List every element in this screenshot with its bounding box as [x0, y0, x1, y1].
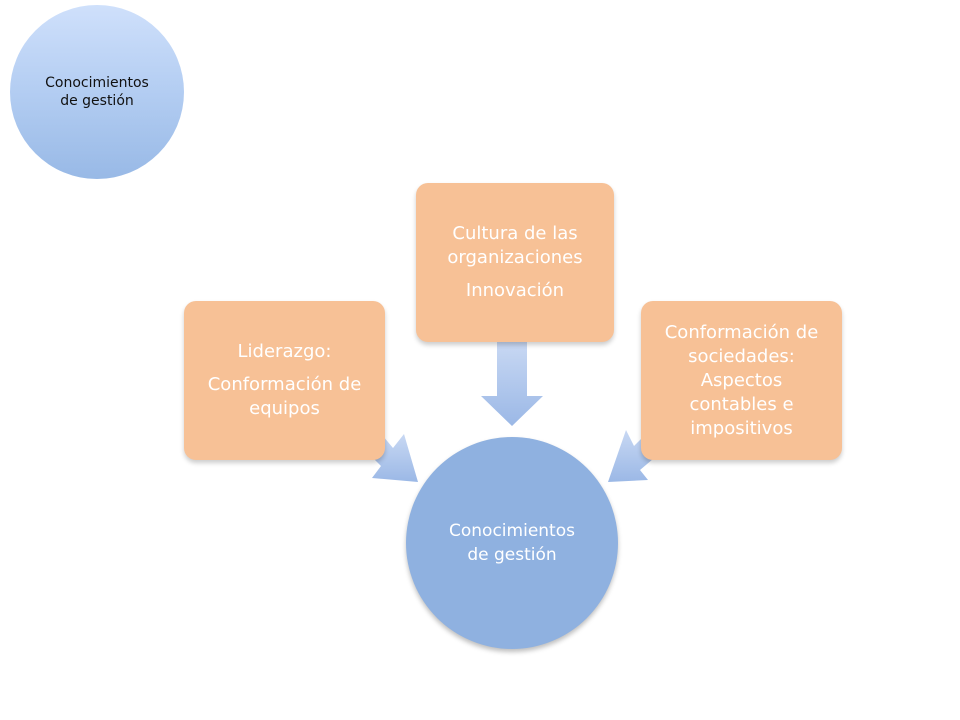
node-conformacion-sociedades: Conformación de sociedades: Aspectos con…	[641, 301, 842, 460]
node-top-line2: organizaciones	[447, 247, 583, 268]
node-top-line3: Innovación	[465, 280, 565, 301]
node-top-line1: Cultura de las	[452, 223, 578, 244]
node-left-line3: equipos	[249, 398, 320, 419]
corner-node-line1: Conocimientos	[45, 75, 149, 91]
center-node-line2: de gestión	[467, 545, 557, 565]
corner-circle-node: Conocimientos de gestión	[10, 5, 184, 179]
node-right-line4: contables e	[689, 393, 794, 415]
arrow-top-to-center	[481, 342, 543, 426]
center-circle-node: Conocimientos de gestión	[406, 437, 618, 649]
node-right-line3: Aspectos	[700, 369, 783, 391]
corner-node-line2: de gestión	[60, 93, 134, 109]
center-node-line1: Conocimientos	[449, 521, 575, 541]
node-right-line1: Conformación de	[664, 321, 819, 343]
node-left-line2: Conformación de	[207, 374, 362, 395]
node-left-line1: Liderazgo:	[237, 341, 332, 362]
node-liderazgo: Liderazgo: Conformación de equipos	[184, 301, 385, 460]
node-right-line5: impositivos	[690, 417, 793, 439]
node-right-line2: sociedades:	[688, 345, 795, 367]
node-cultura: Cultura de las organizaciones Innovación	[416, 183, 614, 342]
